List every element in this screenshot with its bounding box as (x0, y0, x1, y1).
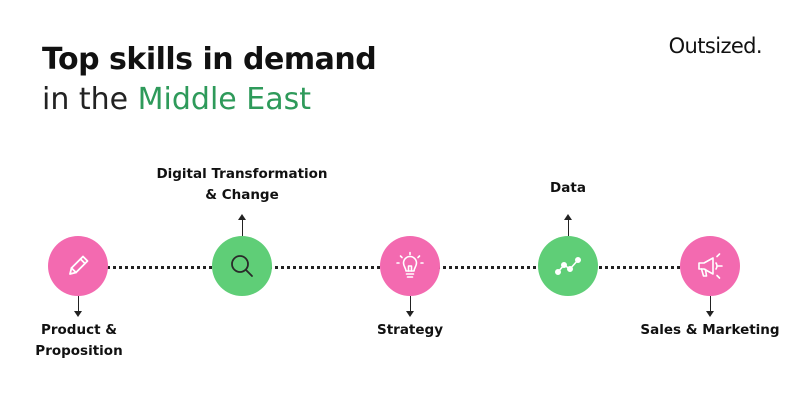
pencil-icon (69, 255, 89, 275)
skill-node-strategy (380, 236, 440, 296)
page-subtitle: in the Middle East (42, 80, 311, 120)
skill-label-product-line1: Product & (40, 322, 118, 338)
connector-digital-transformation (242, 220, 243, 236)
lightbulb-icon (396, 251, 424, 278)
arrow-digital-transformation (238, 214, 246, 220)
megaphone-icon (698, 253, 723, 279)
skill-label-sales-marketing: Sales & Marketing (640, 322, 780, 338)
arrow-sales-marketing (706, 311, 714, 317)
skill-node-data (538, 236, 598, 296)
skill-label-data: Data (550, 180, 586, 196)
subtitle-accent: Middle East (137, 82, 312, 117)
skill-label-digital-transformation-line1: Digital Transformation (156, 166, 328, 182)
arrow-strategy (406, 311, 414, 317)
connector-product (78, 296, 79, 312)
subtitle-prefix: in the (42, 82, 138, 117)
skill-label-digital-transformation-line2: & Change (205, 187, 279, 203)
arrow-data (564, 214, 572, 220)
connector-strategy (410, 296, 411, 312)
magnifier-icon (231, 255, 253, 277)
connector-sales-marketing (710, 296, 711, 312)
skill-label-digital-transformation: Digital Transformation & Change (147, 164, 337, 206)
page-title: Top skills in demand (42, 42, 377, 77)
skill-label-strategy: Strategy (376, 322, 444, 338)
connector-data (568, 220, 569, 236)
skill-label-product-line2: Proposition (35, 343, 123, 359)
skill-node-sales-marketing (680, 236, 740, 296)
skill-node-digital-transformation (212, 236, 272, 296)
skill-node-product (48, 236, 108, 296)
line-chart-icon (554, 257, 581, 275)
arrow-product (74, 311, 82, 317)
skill-label-product: Product & Proposition (29, 320, 129, 362)
brand-logo: Outsized. (668, 34, 763, 58)
